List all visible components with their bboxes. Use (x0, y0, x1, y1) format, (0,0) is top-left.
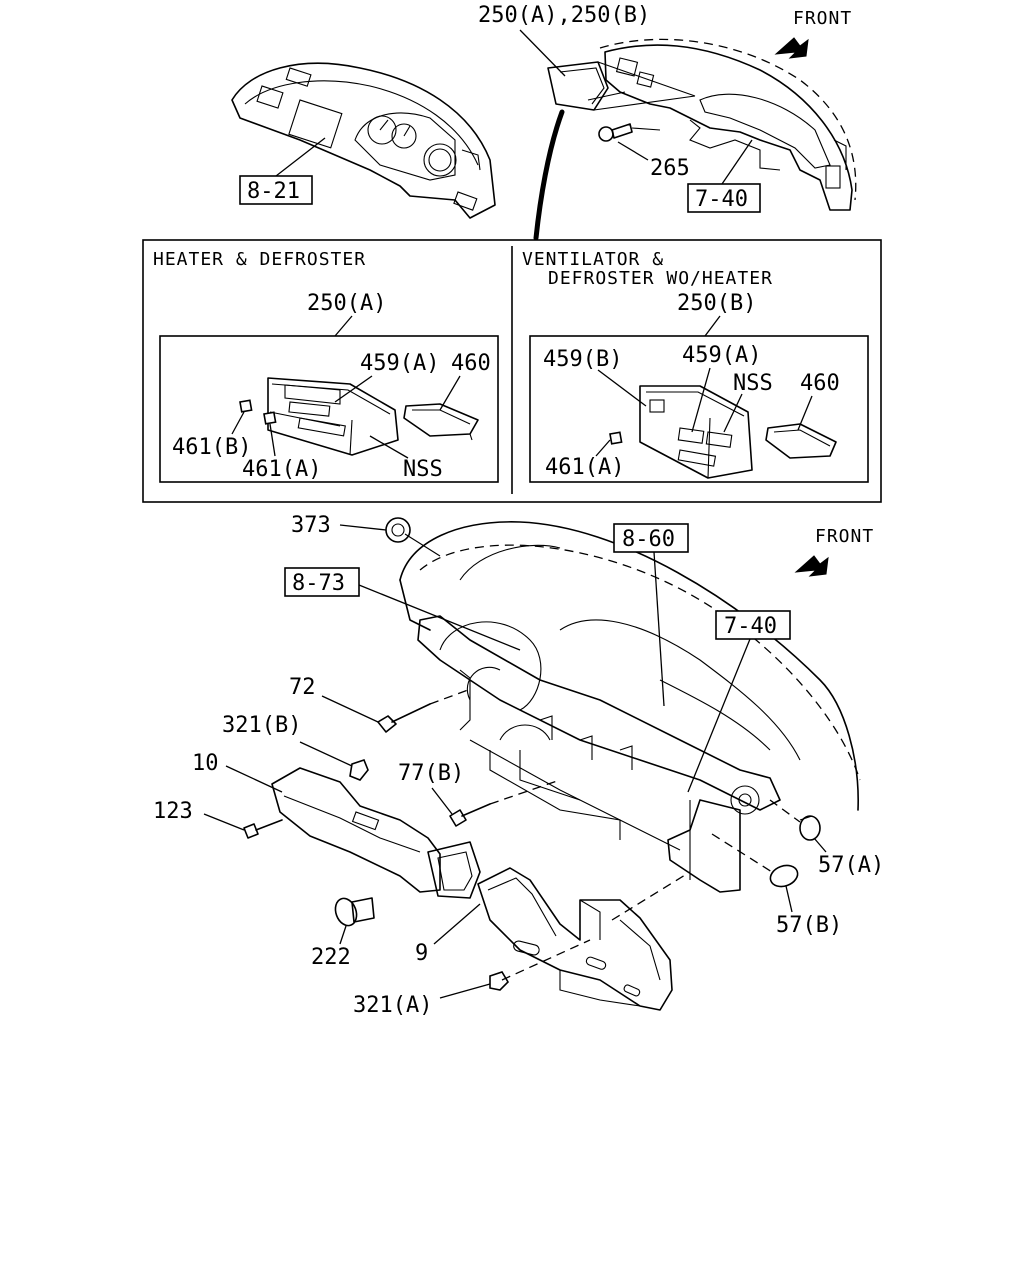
label-321a: 321(A) (353, 993, 432, 1018)
label-123: 123 (153, 799, 193, 824)
control-unit-250-drawing (547, 61, 696, 111)
leader-72 (321, 695, 379, 723)
leader-left-250a (334, 315, 353, 337)
right-control-panel-drawing (639, 385, 753, 479)
nut-321a-drawing (489, 971, 510, 991)
right-panel-title-2: DEFROSTER WO/HEATER (548, 268, 773, 289)
duct-10-drawing (271, 767, 481, 899)
leader-9 (433, 903, 481, 945)
left-nss: NSS (403, 457, 443, 482)
left-459a: 459(A) (360, 351, 439, 376)
instrument-panel-drawing (231, 62, 496, 219)
dashboard-structure-drawing (599, 38, 857, 211)
leader-7-40 (687, 638, 751, 793)
ref-box-8-60 (613, 523, 689, 553)
dashboard-outline-drawing (399, 521, 861, 811)
left-panel-title: HEATER & DEFROSTER (153, 249, 366, 270)
left-461b: 461(B) (172, 435, 251, 460)
leader-57b (785, 885, 793, 913)
leader-373 (339, 524, 387, 531)
leader-left-461a (269, 423, 276, 457)
leader-right-nss (723, 393, 743, 433)
ref-8-73: 8-73 (292, 571, 345, 596)
front-arrow-top-icon (774, 37, 809, 59)
axis-321a (501, 939, 591, 981)
leader-222 (339, 925, 347, 945)
leader-8-60 (653, 551, 665, 707)
leader-right-459b (597, 369, 647, 407)
right-459b: 459(B) (543, 347, 622, 372)
leader-123 (203, 813, 245, 831)
leader-8-21 (275, 137, 326, 177)
cross-member-drawing (417, 615, 781, 893)
right-460: 460 (800, 371, 840, 396)
ref-box-8-21 (239, 175, 313, 205)
right-panel-title-1: VENTILATOR & (522, 249, 664, 270)
plug-57b-drawing (769, 864, 799, 888)
leader-right-461a (595, 439, 611, 457)
ref-box-7-40 (715, 610, 791, 640)
label-72: 72 (289, 675, 316, 700)
left-460: 460 (451, 351, 491, 376)
leader-7-40-top (721, 139, 753, 185)
right-459a: 459(A) (682, 343, 761, 368)
leader-321a (439, 983, 491, 999)
duct-9-drawing (477, 867, 691, 1011)
bolt-72-drawing (377, 689, 469, 733)
ref-8-60: 8-60 (622, 527, 675, 552)
front-label-bottom: FRONT (815, 526, 874, 547)
label-77b: 77(B) (398, 761, 464, 786)
ref-box-8-73 (284, 567, 360, 597)
right-250b: 250(B) (677, 291, 756, 316)
leader-250ab (519, 29, 566, 77)
leader-57a (813, 837, 827, 853)
leader-77b (431, 787, 453, 815)
leader-321b (299, 741, 353, 767)
right-nss: NSS (733, 371, 773, 396)
label-373: 373 (291, 513, 331, 538)
plug-57a-drawing (799, 815, 821, 841)
label-250ab: 250(A),250(B) (478, 3, 650, 28)
ref-box-7-40-top (687, 183, 761, 213)
label-265: 265 (650, 156, 690, 181)
bolt-77b-drawing (449, 779, 561, 827)
axis-57b (711, 833, 773, 873)
leader-right-460 (797, 395, 813, 431)
ref-8-21: 8-21 (247, 179, 300, 204)
leader-left-nss (369, 435, 409, 459)
ref-7-40-top: 7-40 (695, 187, 748, 212)
axis-57a (769, 799, 801, 823)
leader-10 (225, 765, 283, 793)
left-control-panel-drawing (267, 377, 399, 456)
right-461a: 461(A) (545, 455, 624, 480)
leader-265 (617, 141, 649, 161)
label-57b: 57(B) (776, 913, 842, 938)
leader-right-459a (691, 367, 711, 433)
detail-pointer (533, 109, 565, 241)
leader-left-460 (439, 375, 461, 411)
screw-265-drawing (598, 123, 661, 142)
leader-8-73 (358, 584, 521, 651)
front-label-top: FRONT (793, 8, 852, 29)
grommet-373-drawing (385, 517, 441, 557)
label-10: 10 (192, 751, 219, 776)
label-57a: 57(A) (818, 853, 884, 878)
leader-left-461b (231, 411, 245, 435)
left-knob-461-drawing (239, 399, 277, 425)
screw-123-drawing (243, 819, 283, 839)
left-250a: 250(A) (307, 291, 386, 316)
left-461a: 461(A) (242, 457, 321, 482)
right-knob-461-drawing (609, 431, 623, 445)
label-9: 9 (415, 941, 428, 966)
leader-left-459a (334, 375, 373, 403)
ref-7-40: 7-40 (724, 614, 777, 639)
leader-right-250b (704, 315, 721, 337)
front-arrow-bottom-icon (794, 555, 829, 577)
label-222: 222 (311, 945, 351, 970)
clip-321b-drawing (349, 759, 369, 781)
label-321b: 321(B) (222, 713, 301, 738)
clip-222-drawing (334, 897, 375, 927)
